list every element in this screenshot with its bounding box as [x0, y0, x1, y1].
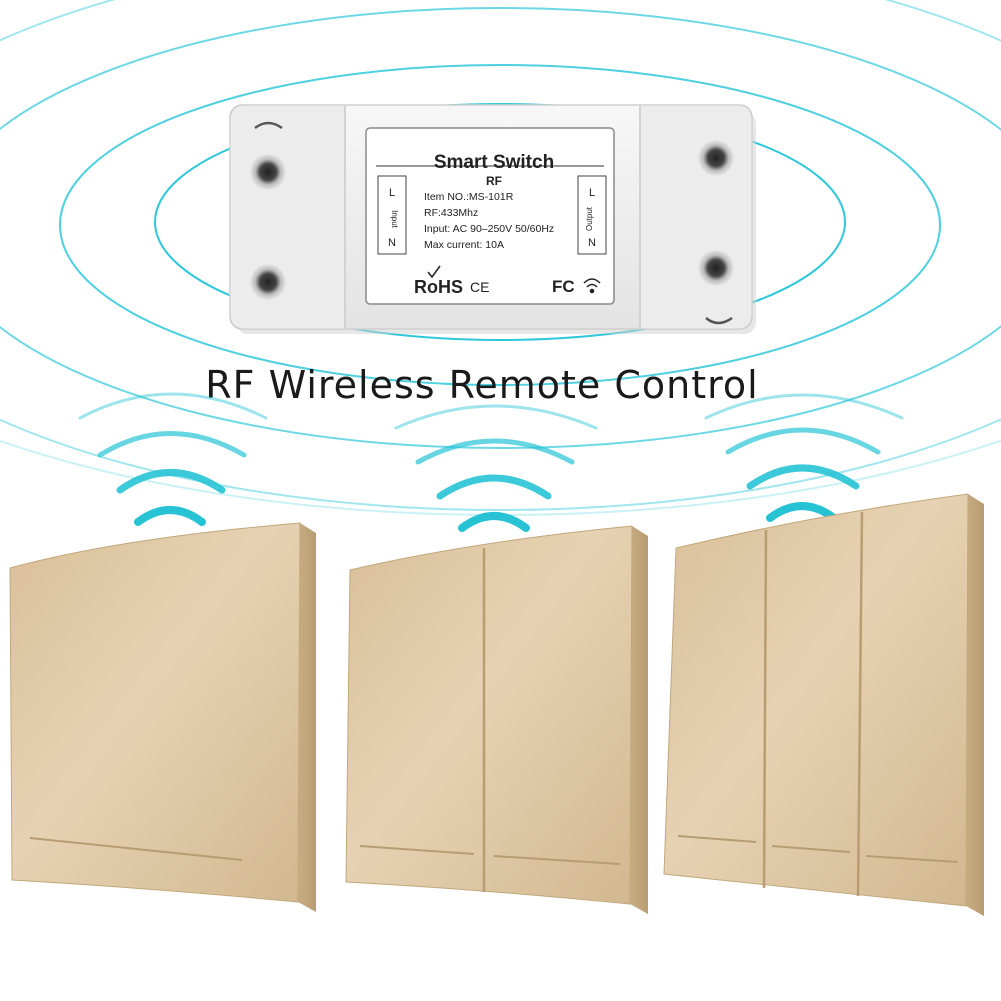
module-title: Smart Switch — [434, 152, 554, 173]
module-label-plate — [365, 127, 615, 305]
remote-3-divider — [762, 529, 768, 889]
output-terminal-box — [577, 175, 607, 255]
remote-1-side — [298, 523, 316, 912]
spec-rf: RF:433Mhz — [424, 207, 478, 219]
remote-2-side — [630, 526, 648, 914]
remote-1-face — [9, 522, 301, 903]
screw-hole-icon — [250, 264, 286, 300]
fc-mark: FC — [552, 277, 575, 296]
input-caption: Input — [390, 210, 399, 229]
remote-2-waves — [394, 404, 598, 532]
remote-2-button-edge — [493, 855, 621, 865]
input-terminal-box — [377, 175, 407, 255]
rohs-mark: RoHS — [414, 277, 463, 297]
module-left-cap — [229, 104, 346, 330]
remote-3-divider — [856, 511, 864, 897]
remote-3-side — [966, 494, 984, 916]
ce-mark: CE — [470, 279, 489, 295]
remote-3-face — [663, 493, 969, 907]
remote-2-gang-panel — [345, 525, 648, 914]
signal-ring-3 — [0, 7, 1001, 449]
input-l-label: L — [389, 187, 395, 199]
remote-3-gang-panel — [663, 493, 984, 916]
remote-2-face — [345, 525, 633, 905]
rohs-check-icon — [427, 265, 441, 279]
output-l-label: L — [589, 187, 595, 199]
screw-hole-icon — [698, 250, 734, 286]
input-n-label: N — [388, 237, 396, 249]
remote-1-button-edge — [29, 837, 243, 861]
signal-ring-2 — [59, 64, 941, 386]
module-notch-right — [705, 316, 733, 325]
remote-3-waves — [704, 393, 904, 522]
remote-3-button-edge — [771, 845, 851, 853]
output-caption: Output — [585, 206, 594, 231]
output-n-label: N — [588, 237, 596, 249]
signal-ring-1 — [154, 103, 846, 341]
remote-1-waves — [78, 392, 268, 526]
spec-item-no: Item NO.:MS-101R — [424, 191, 514, 203]
module-right-cap — [639, 104, 753, 330]
remote-1-gang-panel — [9, 522, 316, 912]
wifi-icon — [583, 278, 601, 294]
module-notch-left — [254, 121, 283, 130]
screw-hole-icon — [698, 140, 734, 176]
remote-3-button-edge — [865, 855, 959, 863]
remote-3-button-edge — [677, 835, 757, 843]
screw-hole-icon — [250, 154, 286, 190]
module-subtitle: RF — [486, 174, 502, 188]
spec-input: Input: AC 90–250V 50/60Hz — [424, 223, 554, 235]
smart-switch-module: Smart Switch RF L Input N L Output N Ite… — [229, 104, 756, 334]
headline: RF Wireless Remote Control — [205, 363, 758, 407]
remote-2-button-edge — [359, 845, 475, 855]
spec-max-current: Max current: 10A — [424, 239, 504, 251]
signal-ring-4 — [0, 0, 1001, 511]
